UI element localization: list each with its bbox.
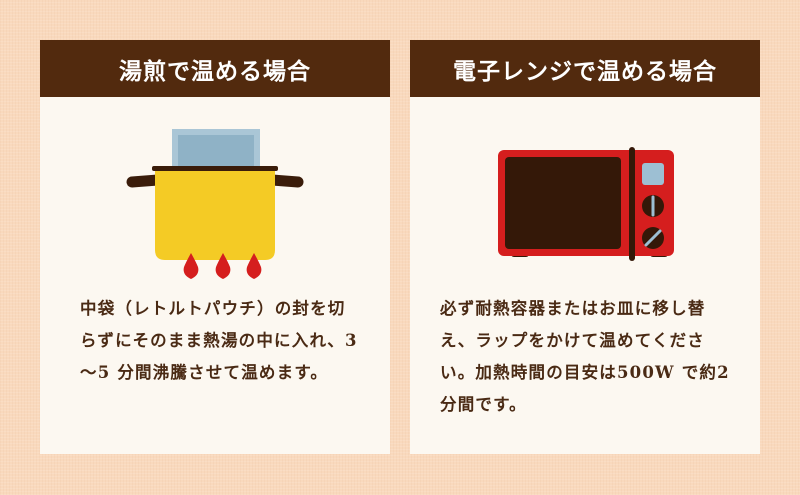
microwave-method-description: 必ず耐熱容器またはお皿に移し替え、ラップをかけて温めてください。加熱時間の目安は… [440,299,730,414]
boiling-method-title: 湯煎で温める場合 [40,40,390,97]
boiling-method-description: 中袋（レトルトパウチ）の封を切らずにそのまま熱湯の中に入れ、3～5 分間沸騰させ… [80,299,358,382]
microwave-icon [410,102,760,292]
microwave-method-title: 電子レンジで温める場合 [410,40,760,97]
boiling-method-card: 湯煎で温める場合 中袋（レトルトパウチ）の封を切らずにそのまま熱湯の中に入れ、3… [40,40,390,454]
microwave-method-card: 電子レンジで温める場合 必ず耐熱容器またはお皿に移し替え、ラップをかけて温めてく… [410,40,760,454]
pot-on-stove-icon [40,102,390,292]
